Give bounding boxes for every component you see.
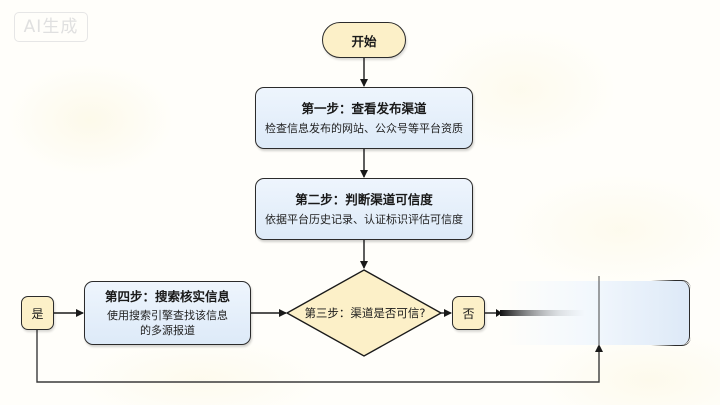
no-label: 否 — [462, 306, 475, 321]
ai-generated-watermark: AI生成 — [14, 12, 88, 42]
step4-description: 使用搜索引擎查找该信息 的多源报道 — [107, 308, 228, 338]
step2-title: 第二步：判断渠道可信度 — [295, 191, 433, 207]
step2-description: 依据平台历史记录、认证标识评估可信度 — [265, 212, 463, 226]
step4-description-line1: 使用搜索引擎查找该信息 — [107, 309, 228, 322]
step4-box: 第四步：搜索核实信息 使用搜索引擎查找该信息 的多源报道 — [84, 281, 251, 345]
start-label: 开始 — [351, 33, 377, 49]
step4-description-line2: 的多源报道 — [140, 324, 195, 337]
step1-title: 第一步：查看发布渠道 — [301, 100, 427, 116]
no-box: 否 — [452, 296, 485, 330]
loop-arrow-head — [595, 344, 603, 352]
faded-outcome-box — [500, 281, 690, 345]
yes-box: 是 — [21, 296, 54, 330]
decision-label: 第三步：渠道是否可信? — [304, 306, 426, 320]
yes-label: 是 — [31, 306, 44, 321]
step4-title: 第四步：搜索核实信息 — [104, 289, 230, 304]
arrow-head-no-to-faded — [496, 309, 502, 317]
start-terminal: 开始 — [322, 22, 406, 58]
step1-description: 检查信息发布的网站、公众号等平台资质 — [265, 121, 463, 135]
step2-box: 第二步：判断渠道可信度 依据平台历史记录、认证标识评估可信度 — [255, 178, 473, 240]
decision-diamond — [285, 269, 443, 357]
step1-box: 第一步：查看发布渠道 检查信息发布的网站、公众号等平台资质 — [255, 87, 473, 149]
loop-connector — [36, 330, 600, 383]
